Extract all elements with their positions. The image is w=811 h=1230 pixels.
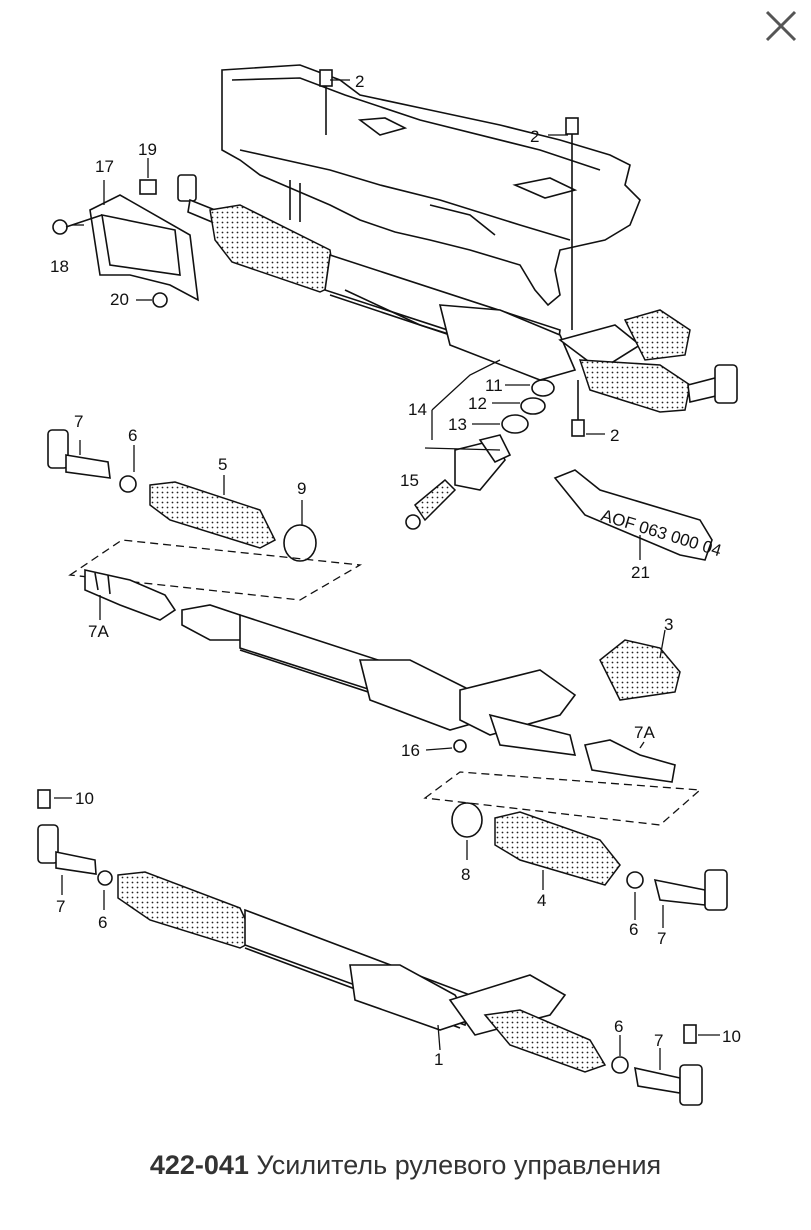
label-10a: 10 [75,789,94,808]
label-6b: 6 [98,913,107,932]
label-7b: 7 [56,897,65,916]
label-14: 14 [408,400,427,419]
label-13: 13 [448,415,467,434]
label-5: 5 [218,455,227,474]
label-18: 18 [50,257,69,276]
label-19: 19 [138,140,157,159]
tie-rod-7a-left [84,569,177,621]
label-7a: 7 [74,412,83,431]
parts-row-middle [47,429,363,601]
label-3: 3 [664,615,673,634]
label-2a: 2 [355,72,364,91]
label-4: 4 [537,891,546,910]
close-icon [765,10,797,42]
diagram-code: 422-041 [149,1150,249,1180]
label-21: 21 [631,563,650,582]
label-1: 1 [434,1050,443,1069]
label-2b: 2 [530,127,539,146]
part-labels: 2 2 2 17 19 18 20 11 12 13 14 15 7 6 5 9… [50,72,741,1069]
label-6c: 6 [629,920,638,939]
label-7c: 7 [657,929,666,948]
subframe [221,64,641,307]
rack-assembly-top [52,69,738,530]
leader-lines [54,79,720,1070]
label-11: 11 [485,376,503,395]
label-12: 12 [468,394,487,413]
label-7d: 7 [654,1031,663,1050]
label-2c: 2 [610,426,619,445]
label-16: 16 [401,741,420,760]
label-9: 9 [297,479,306,498]
label-6d: 6 [614,1017,623,1036]
parts-row-lower [451,802,728,911]
label-7A-right: 7A [634,723,655,742]
diagram-title: Усилитель рулевого управления [256,1150,662,1180]
label-7A-left: 7A [88,622,109,641]
grease-tube: AOF 063 000 04 [553,469,724,561]
diagram-caption: 422-041 Усилитель рулевого управления [0,1150,811,1181]
label-10b: 10 [722,1027,741,1046]
close-button[interactable] [759,4,803,48]
label-17: 17 [95,157,114,176]
rack-assembly-middle [181,604,681,756]
label-6a: 6 [128,426,137,445]
label-8: 8 [461,865,470,884]
tie-rod-7a-right [423,739,702,826]
label-20: 20 [110,290,129,309]
label-15: 15 [400,471,419,490]
rack-assembly-bottom [37,789,703,1106]
